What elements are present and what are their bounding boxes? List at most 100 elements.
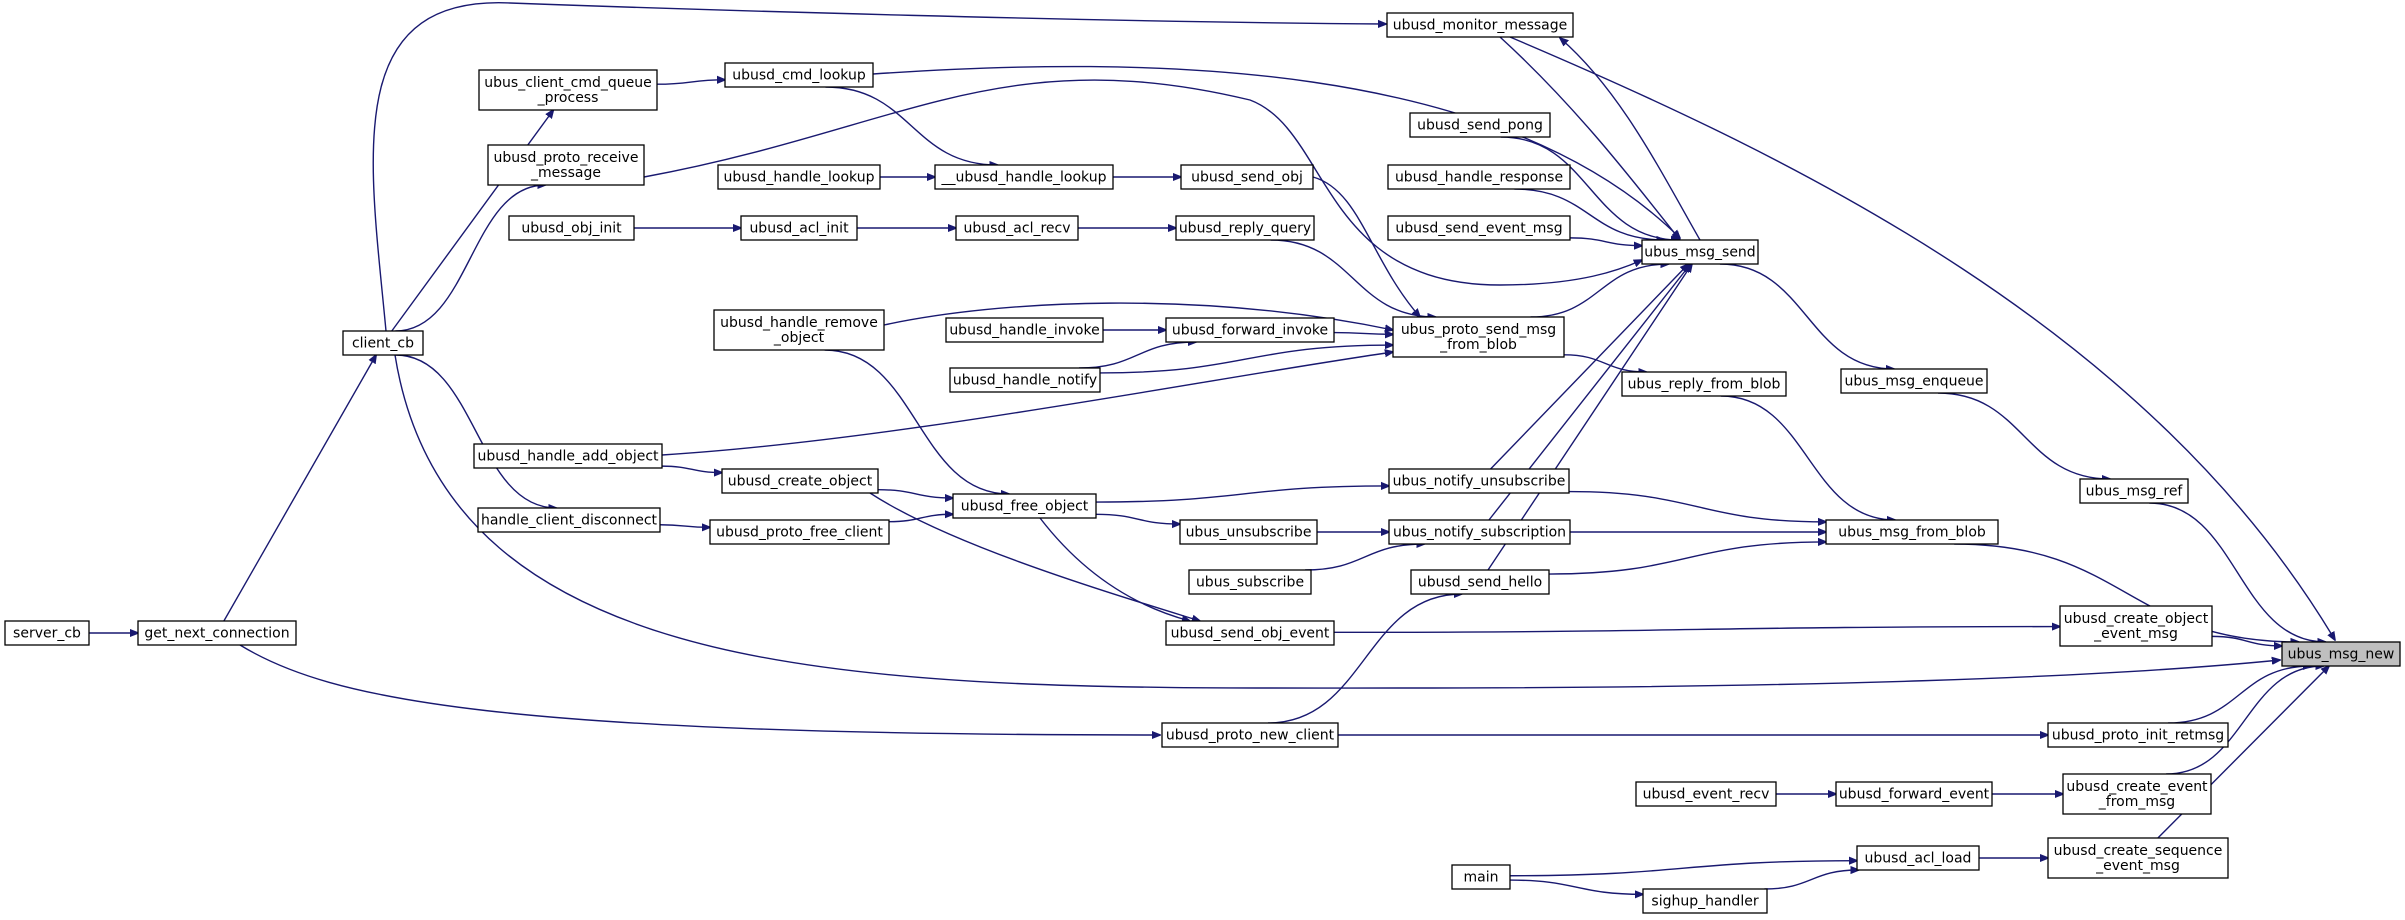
- node-__ubusd_handle_lookup[interactable]: __ubusd_handle_lookup: [934, 164, 1114, 190]
- edge-ubus_notify_unsubscribe-to-ubus_msg_from_blob: [1568, 490, 1826, 522]
- node-label: ubusd_send_obj: [1191, 170, 1303, 186]
- node-ubus_msg_new[interactable]: ubus_msg_new: [2281, 641, 2401, 667]
- node-ubus_subscribe[interactable]: ubus_subscribe: [1188, 569, 1312, 595]
- edge-ubusd_create_object-to-ubusd_free_object: [877, 488, 953, 498]
- node-ubusd_handle_remove_object[interactable]: ubusd_handle_remove_object: [713, 309, 885, 351]
- node-box: [1840, 368, 1988, 394]
- node-get_next_connection[interactable]: get_next_connection: [137, 620, 297, 646]
- edge-line: [2149, 502, 2326, 642]
- edge-line: [877, 488, 953, 498]
- node-ubusd_cmd_lookup[interactable]: ubusd_cmd_lookup: [724, 62, 874, 88]
- node-ubus_msg_ref[interactable]: ubus_msg_ref: [2079, 478, 2189, 504]
- node-label: ubus_msg_from_blob: [1838, 525, 1986, 541]
- node-ubus_msg_from_blob[interactable]: ubus_msg_from_blob: [1825, 519, 1999, 545]
- call-edges: [89, 2, 2335, 895]
- node-client_cb[interactable]: client_cb: [342, 330, 424, 356]
- node-ubusd_forward_event[interactable]: ubusd_forward_event: [1835, 781, 1993, 807]
- edge-ubus_msg_enqueue-to-ubus_msg_ref: [1937, 392, 2110, 479]
- node-ubusd_create_object_event_msg[interactable]: ubusd_create_object_event_msg: [2059, 605, 2213, 647]
- node-ubus_notify_unsubscribe[interactable]: ubus_notify_unsubscribe: [1388, 468, 1570, 494]
- node-box: [717, 164, 881, 190]
- node-ubusd_send_pong[interactable]: ubusd_send_pong: [1409, 112, 1551, 138]
- node-box: [1409, 112, 1551, 138]
- node-label: ubusd_send_pong: [1417, 118, 1543, 134]
- node-handle_client_disconnect[interactable]: handle_client_disconnect: [477, 507, 661, 533]
- node-label: ubusd_reply_query: [1179, 221, 1311, 237]
- node-ubusd_handle_add_object[interactable]: ubusd_handle_add_object: [473, 443, 663, 469]
- node-ubusd_create_sequence_event_msg[interactable]: ubusd_create_sequence_event_msg: [2047, 837, 2229, 879]
- edge-ubusd_send_obj_event-to-ubusd_create_object_event_msg: [1333, 627, 2060, 634]
- node-ubus_proto_send_msg_from_blob[interactable]: ubus_proto_send_msg_from_blob: [1392, 316, 1565, 358]
- node-ubusd_acl_init[interactable]: ubusd_acl_init: [740, 215, 858, 241]
- edge-ubusd_handle_add_object-to-ubus_proto_send_msg_from_blob: [661, 352, 1393, 456]
- node-ubusd_send_obj_event[interactable]: ubusd_send_obj_event: [1165, 620, 1335, 646]
- node-ubusd_send_event_msg[interactable]: ubusd_send_event_msg: [1387, 215, 1571, 241]
- node-ubus_reply_from_blob[interactable]: ubus_reply_from_blob: [1621, 371, 1787, 397]
- node-label: main: [1464, 870, 1499, 886]
- node-ubusd_acl_recv[interactable]: ubusd_acl_recv: [955, 215, 1079, 241]
- node-sighup_handler[interactable]: sighup_handler: [1642, 888, 1768, 914]
- node-ubusd_event_recv[interactable]: ubusd_event_recv: [1635, 781, 1777, 807]
- node-server_cb[interactable]: server_cb: [4, 620, 90, 646]
- node-ubusd_obj_init[interactable]: ubusd_obj_init: [508, 215, 635, 241]
- node-ubusd_send_obj[interactable]: ubusd_send_obj: [1180, 164, 1314, 190]
- node-label: ubus_msg_enqueue: [1844, 374, 1983, 390]
- edge-line: [1954, 543, 2299, 642]
- node-ubus_msg_enqueue[interactable]: ubus_msg_enqueue: [1840, 368, 1988, 394]
- node-box: [473, 443, 663, 469]
- node-ubusd_proto_init_retmsg[interactable]: ubusd_proto_init_retmsg: [2047, 722, 2229, 748]
- node-label: ubusd_acl_load: [1865, 851, 1972, 867]
- node-ubusd_free_object[interactable]: ubusd_free_object: [952, 493, 1097, 519]
- node-ubusd_forward_invoke[interactable]: ubusd_forward_invoke: [1165, 317, 1335, 343]
- node-ubusd_send_hello[interactable]: ubusd_send_hello: [1410, 569, 1550, 595]
- edge-get_next_connection-to-client_cb: [223, 355, 376, 622]
- node-ubus_client_cmd_queue_process[interactable]: ubus_client_cmd_queue_process: [478, 69, 658, 111]
- node-label: _process: [537, 90, 599, 106]
- edge-ubusd_send_obj-to-ubus_proto_send_msg_from_blob: [1312, 176, 1420, 317]
- node-label: ubusd_forward_invoke: [1172, 323, 1328, 339]
- node-main[interactable]: main: [1451, 864, 1511, 890]
- edge-line: [1039, 517, 1190, 621]
- node-ubusd_create_event_from_msg[interactable]: ubusd_create_event_from_msg: [2062, 773, 2212, 815]
- node-label: ubusd_create_object: [728, 474, 873, 490]
- node-ubus_notify_subscription[interactable]: ubus_notify_subscription: [1388, 519, 1571, 545]
- edge-ubus_proto_send_msg_from_blob-to-ubus_msg_send: [1530, 264, 1669, 318]
- node-box: [2047, 837, 2229, 879]
- edge-line: [872, 65, 1680, 238]
- node-label: ubus_msg_new: [2288, 647, 2395, 663]
- node-ubusd_acl_load[interactable]: ubusd_acl_load: [1856, 845, 1980, 871]
- node-label: ubusd_send_obj_event: [1171, 626, 1330, 642]
- edge-ubusd_cmd_lookup-to-ubus_msg_send: [872, 65, 1680, 238]
- edge-line: [1333, 627, 2060, 634]
- edge-ubusd_handle_notify-to-ubus_proto_send_msg_from_blob: [1099, 345, 1393, 374]
- node-ubusd_proto_new_client[interactable]: ubusd_proto_new_client: [1161, 722, 1339, 748]
- node-label: ubusd_send_event_msg: [1395, 221, 1562, 237]
- edge-ubus_notify_unsubscribe-to-ubus_msg_send: [1490, 264, 1689, 470]
- node-label: ubus_proto_send_msg: [1401, 322, 1556, 338]
- node-ubus_msg_send[interactable]: ubus_msg_send: [1641, 239, 1759, 265]
- node-ubusd_reply_query[interactable]: ubusd_reply_query: [1175, 215, 1315, 241]
- node-box: [1410, 569, 1550, 595]
- edge-line: [1720, 395, 1895, 520]
- node-box: [1856, 845, 1980, 871]
- edge-line: [869, 492, 1200, 621]
- edge-line: [661, 352, 1393, 456]
- node-ubusd_handle_notify[interactable]: ubusd_handle_notify: [949, 367, 1101, 393]
- node-ubusd_proto_free_client[interactable]: ubusd_proto_free_client: [709, 519, 890, 545]
- node-ubusd_handle_response[interactable]: ubusd_handle_response: [1387, 164, 1571, 190]
- edge-ubus_client_cmd_queue_process-to-ubusd_cmd_lookup: [656, 80, 725, 85]
- node-ubusd_proto_receive_message[interactable]: ubusd_proto_receive_message: [487, 144, 645, 186]
- node-box: [1165, 620, 1335, 646]
- node-label: sighup_handler: [1651, 894, 1758, 910]
- node-box: [724, 62, 874, 88]
- node-ubus_unsubscribe[interactable]: ubus_unsubscribe: [1179, 519, 1318, 545]
- node-box: [2059, 605, 2213, 647]
- node-box: [1180, 164, 1314, 190]
- node-ubusd_monitor_message[interactable]: ubusd_monitor_message: [1386, 12, 1574, 38]
- node-ubusd_create_object[interactable]: ubusd_create_object: [721, 468, 879, 494]
- edge-ubusd_handle_add_object-to-ubusd_create_object: [661, 465, 722, 472]
- node-ubusd_handle_lookup[interactable]: ubusd_handle_lookup: [717, 164, 881, 190]
- node-ubusd_handle_invoke[interactable]: ubusd_handle_invoke: [945, 317, 1104, 343]
- node-box: [137, 620, 297, 646]
- edge-client_cb-to-ubusd_proto_receive_message: [395, 185, 545, 332]
